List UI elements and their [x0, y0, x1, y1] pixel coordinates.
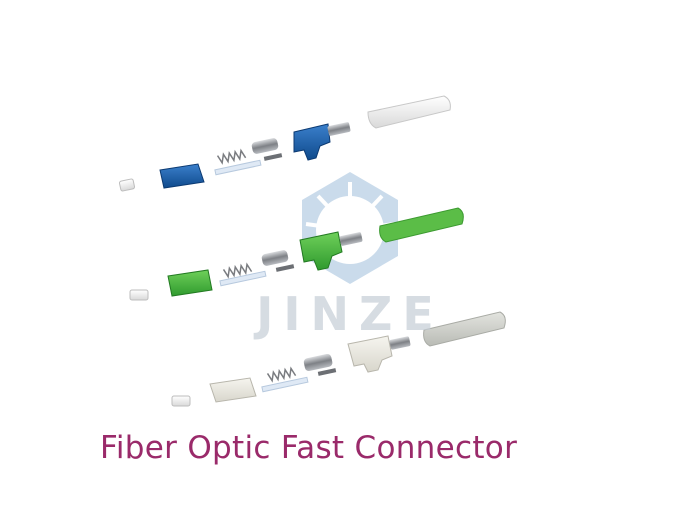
blue-connector-kit [118, 95, 451, 192]
product-caption: Fiber Optic Fast Connector [100, 430, 518, 466]
white-connector-kit [171, 311, 506, 407]
green-connector-kit [129, 207, 464, 301]
watermark-text: JINZE [253, 287, 444, 341]
